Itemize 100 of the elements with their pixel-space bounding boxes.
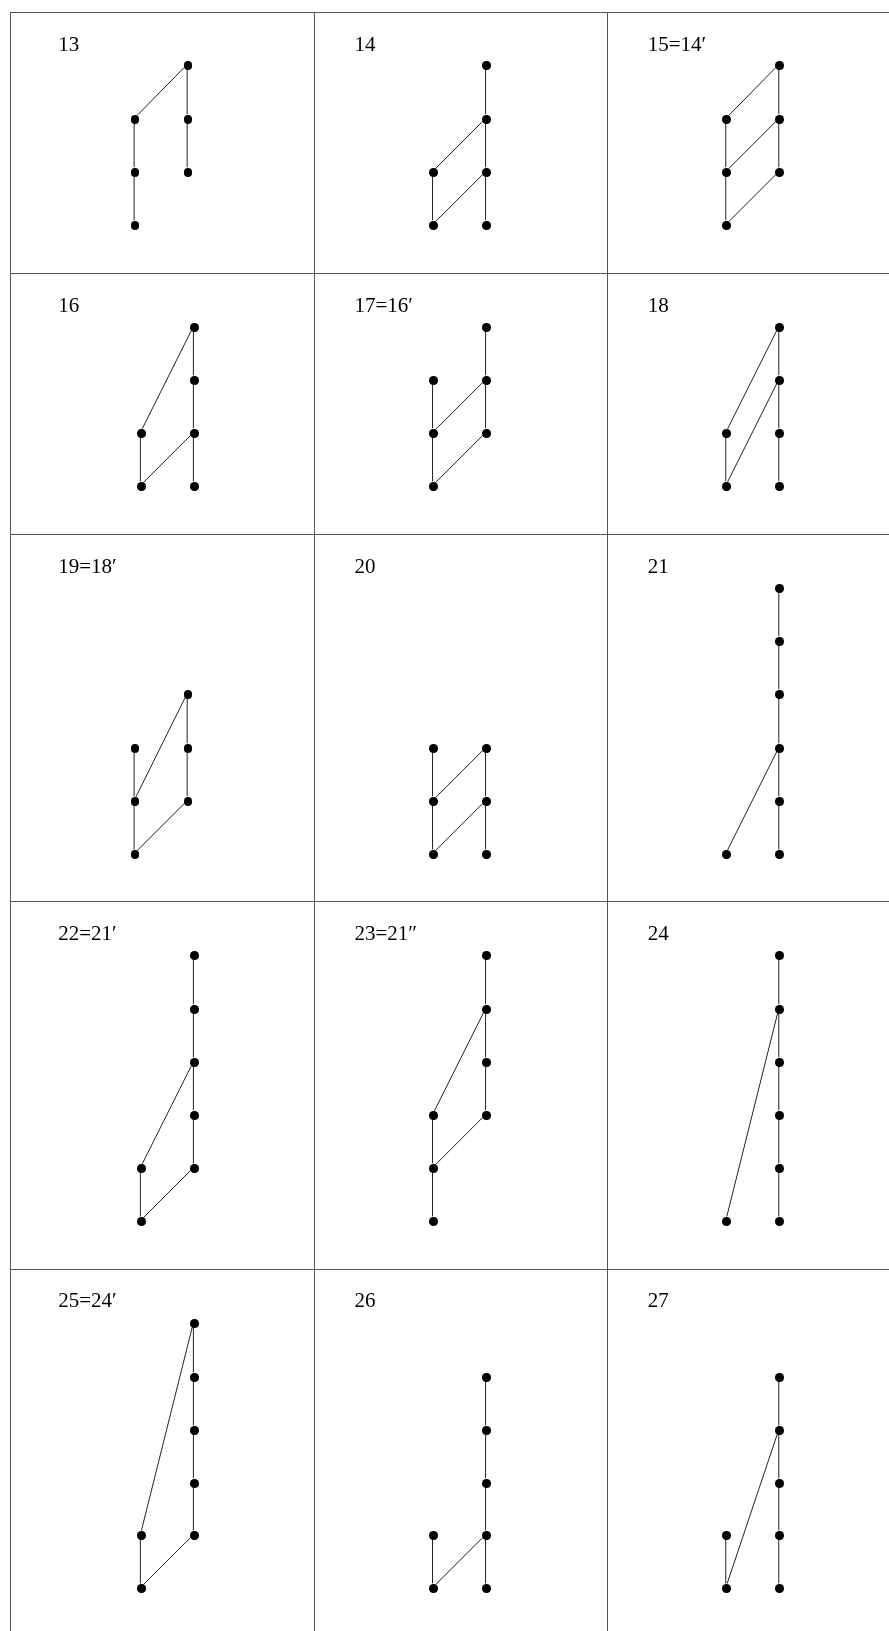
- hasse-line: [485, 330, 487, 376]
- vertex-dot: [130, 115, 140, 124]
- vertex-dot: [190, 323, 199, 332]
- vertex-dot: [775, 850, 785, 859]
- table-cell: [10, 534, 314, 902]
- hasse-line: [140, 1326, 193, 1531]
- hasse-line: [186, 751, 188, 797]
- hasse-line: [485, 1065, 487, 1111]
- hasse-line: [485, 958, 487, 1005]
- vertex-dot: [137, 1164, 146, 1173]
- vertex-dot: [775, 429, 785, 438]
- hasse-line: [139, 1171, 141, 1217]
- hasse-line: [778, 591, 780, 637]
- poset-number: 22=21′: [58, 923, 117, 945]
- hasse-line: [727, 750, 778, 851]
- hasse-line: [778, 436, 780, 482]
- hasse-line: [432, 1538, 434, 1584]
- table-cell: [607, 901, 889, 1269]
- vertex-dot: [482, 1426, 491, 1435]
- vertex-dot: [482, 744, 491, 753]
- hasse-line: [778, 1065, 780, 1111]
- vertex-dot: [429, 797, 438, 806]
- vertex-dot: [722, 1584, 732, 1593]
- hasse-line: [725, 436, 727, 482]
- table-cell: [10, 901, 314, 1269]
- hasse-line: [727, 329, 778, 430]
- poset-number: 21: [647, 556, 669, 578]
- poset-number: 13: [58, 34, 80, 56]
- table-cell: [10, 1268, 314, 1631]
- vertex-dot: [429, 1111, 438, 1120]
- vertex-dot: [183, 61, 193, 70]
- vertex-dot: [482, 797, 491, 806]
- vertex-dot: [482, 221, 491, 230]
- vertex-dot: [775, 1584, 785, 1593]
- vertex-dot: [190, 1479, 199, 1488]
- hasse-line: [778, 1433, 780, 1479]
- hasse-line: [192, 1486, 194, 1531]
- hasse-line: [485, 68, 487, 115]
- hasse-line: [142, 1537, 191, 1586]
- hasse-line: [142, 1170, 191, 1219]
- vertex-dot: [183, 797, 193, 806]
- vertex-dot: [130, 797, 140, 806]
- vertex-dot: [137, 429, 146, 438]
- hasse-line: [778, 68, 780, 115]
- table-cell: [314, 12, 608, 274]
- poset-number: 23=21″: [354, 923, 418, 945]
- poset-number: 16: [58, 295, 80, 317]
- hasse-line: [485, 122, 487, 168]
- hasse-line: [432, 1118, 434, 1164]
- table-cell: [10, 273, 314, 535]
- vertex-dot: [429, 376, 438, 385]
- vertex-dot: [775, 376, 785, 385]
- hasse-line: [186, 697, 188, 744]
- poset-number: 26: [354, 1290, 376, 1312]
- vertex-dot: [722, 168, 732, 177]
- table-cell: [607, 1268, 889, 1631]
- hasse-line: [778, 1486, 780, 1531]
- vertex-dot: [775, 584, 785, 593]
- hasse-line: [728, 174, 777, 223]
- hasse-line: [725, 175, 727, 221]
- vertex-dot: [183, 744, 193, 753]
- hasse-line: [435, 1537, 484, 1586]
- hasse-line: [728, 67, 777, 116]
- hasse-line: [136, 67, 185, 116]
- vertex-dot: [429, 1217, 438, 1226]
- hasse-line: [432, 436, 434, 482]
- vertex-dot: [190, 1164, 199, 1173]
- vertex-dot: [775, 951, 785, 960]
- hasse-line: [725, 122, 727, 168]
- hasse-line: [778, 644, 780, 690]
- table-cell: [314, 273, 608, 535]
- vertex-dot: [722, 429, 732, 438]
- hasse-line: [435, 382, 484, 430]
- vertex-dot: [775, 1111, 785, 1120]
- hasse-line: [133, 175, 135, 221]
- vertex-dot: [482, 168, 491, 177]
- hasse-line: [778, 1380, 780, 1426]
- hasse-line: [726, 1433, 778, 1585]
- poset-number: 18: [647, 295, 669, 317]
- hasse-line: [136, 803, 185, 852]
- hasse-line: [485, 175, 487, 221]
- hasse-line: [485, 1380, 487, 1426]
- vertex-dot: [190, 1005, 199, 1014]
- hasse-line: [432, 175, 434, 221]
- vertex-dot: [775, 323, 785, 332]
- vertex-dot: [775, 1531, 785, 1540]
- hasse-line: [778, 1012, 780, 1058]
- vertex-dot: [137, 1531, 146, 1540]
- hasse-line: [778, 697, 780, 744]
- poset-number: 17=16′: [354, 295, 413, 317]
- vertex-dot: [775, 115, 785, 124]
- hasse-line: [485, 1012, 487, 1058]
- hasse-line: [778, 1118, 780, 1164]
- hasse-line: [435, 174, 484, 223]
- vertex-dot: [775, 1426, 785, 1435]
- vertex-dot: [482, 1005, 491, 1014]
- vertex-dot: [130, 221, 140, 230]
- vertex-dot: [482, 429, 491, 438]
- hasse-line: [141, 1064, 192, 1165]
- hasse-line: [485, 1486, 487, 1531]
